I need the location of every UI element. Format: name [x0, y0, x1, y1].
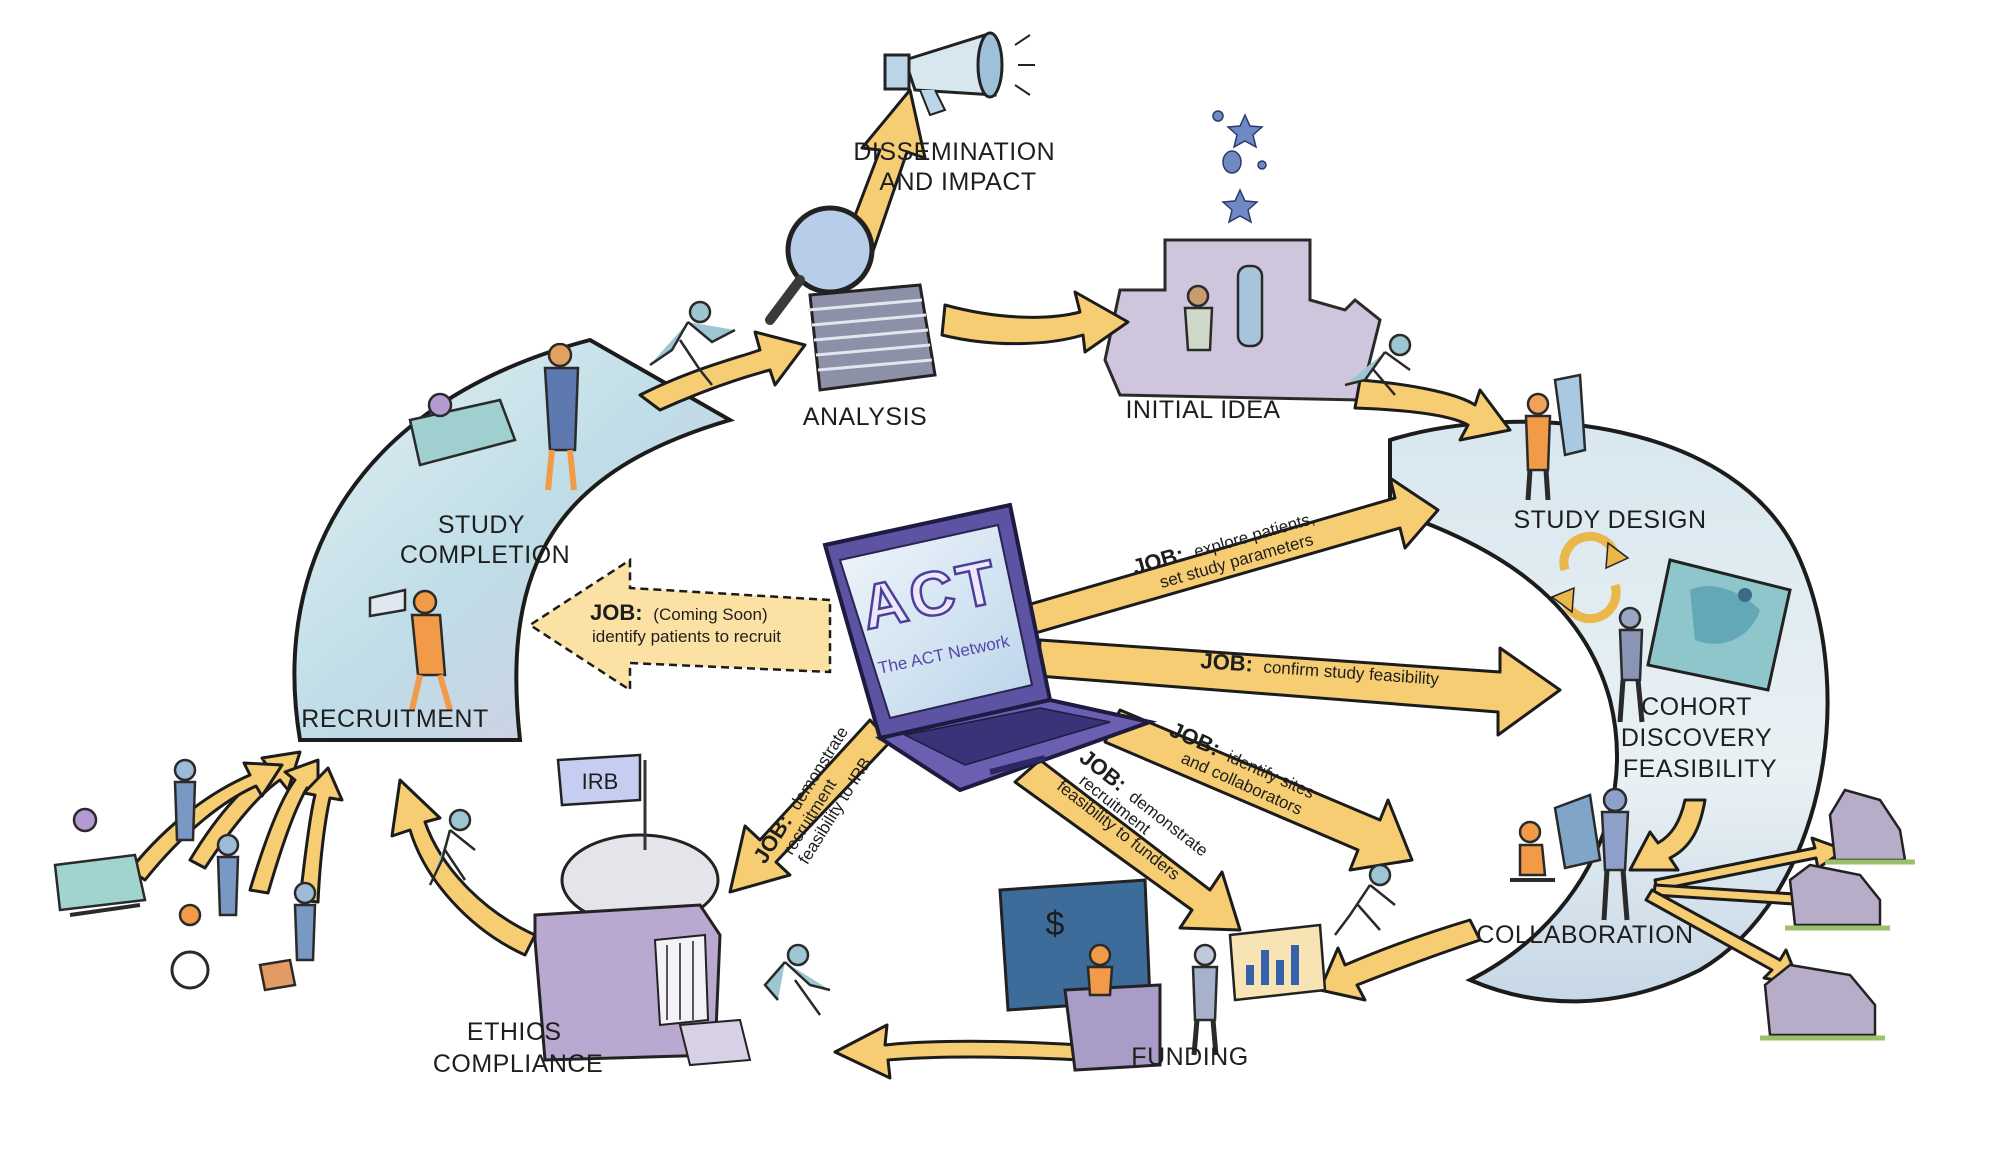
label-initial-idea: INITIAL IDEA	[1125, 396, 1280, 424]
analysis-papers-icon	[765, 205, 937, 392]
irb-building: IRB	[533, 753, 752, 1067]
job-arrow-recruit: JOB: (Coming Soon) identify patients to …	[527, 557, 832, 693]
job-recruit-line1: (Coming Soon)	[653, 605, 767, 624]
megaphone-icon	[883, 31, 1035, 117]
label-recruitment: RECRUITMENT	[301, 705, 488, 733]
label-analysis: ANALYSIS	[803, 403, 927, 431]
designer-figure	[1524, 373, 1587, 501]
arrow-ethics-to-recruitment	[390, 778, 537, 957]
scientist-figure	[1183, 264, 1264, 352]
arrow-analysis-to-idea	[940, 290, 1130, 354]
job-recruit-key: JOB:	[590, 600, 643, 625]
job-arrow-feasibility: JOB: confirm study feasibility	[1036, 638, 1562, 737]
label-study-completion: STUDY COMPLETION	[400, 511, 570, 569]
arrow-completion-to-analysis	[638, 330, 807, 412]
right-arc-band	[1388, 419, 1830, 1004]
left-arc-band	[292, 337, 736, 742]
dollar-sign-icon: $	[1046, 905, 1065, 943]
completion-figures	[368, 342, 580, 711]
job-arrow-explore: JOB: explore patients, set study paramet…	[1008, 476, 1440, 640]
label-ethics: ETHICS COMPLIANCE	[433, 1018, 603, 1078]
label-study-completion-line2: COMPLETION	[400, 541, 570, 569]
funding-board-icon: $	[998, 878, 1327, 1072]
presenter-figure	[1617, 606, 1645, 723]
map-icon	[1646, 558, 1792, 692]
arrow-cohort-to-collab	[1628, 798, 1707, 872]
job-feasibility-key: JOB:	[1200, 648, 1254, 677]
refresh-cycle-icon	[1550, 531, 1630, 624]
arrow-collab-to-funding	[1318, 918, 1482, 1002]
label-collaboration: COLLABORATION	[1476, 921, 1693, 949]
label-ethics-line1: ETHICS	[467, 1018, 562, 1046]
label-study-completion-line1: STUDY	[438, 511, 525, 539]
funding-figures	[1086, 943, 1219, 1056]
job-recruit-line2: identify patients to recruit	[592, 627, 781, 646]
label-cohort: COHORT DISCOVERY FEASIBILITY	[1621, 693, 1779, 783]
label-cohort-line2: DISCOVERY	[1621, 724, 1772, 752]
arrow-funding-to-ethics	[833, 1023, 1082, 1080]
collaboration-figures	[1510, 787, 1630, 921]
label-cohort-line3: FEASIBILITY	[1623, 755, 1777, 783]
svg-text:JOB: (Coming Soon): JOB: (Coming Soon) identify patients to …	[590, 600, 781, 646]
label-cohort-line1: COHORT	[1641, 693, 1751, 721]
patients-group	[53, 758, 317, 992]
hospital-sites-icon	[1760, 788, 1915, 1041]
running-figures	[428, 300, 1412, 1016]
label-dissemination-line2: AND IMPACT	[879, 168, 1036, 196]
label-funding: FUNDING	[1131, 1043, 1248, 1071]
label-dissemination: DISSEMINATION AND IMPACT	[853, 138, 1062, 196]
laptop: ACT The ACT Network	[822, 502, 1158, 793]
label-study-design: STUDY DESIGN	[1513, 506, 1706, 534]
arrow-analysis-to-dissemination	[838, 88, 927, 262]
job-arrow-irb: JOB: demonstrate recruitment feasibility…	[728, 718, 892, 894]
label-dissemination-line1: DISSEMINATION	[853, 138, 1055, 166]
stars-icon	[1212, 110, 1267, 224]
label-ethics-line2: COMPLIANCE	[433, 1050, 603, 1078]
irb-flag-label: IRB	[582, 769, 619, 794]
